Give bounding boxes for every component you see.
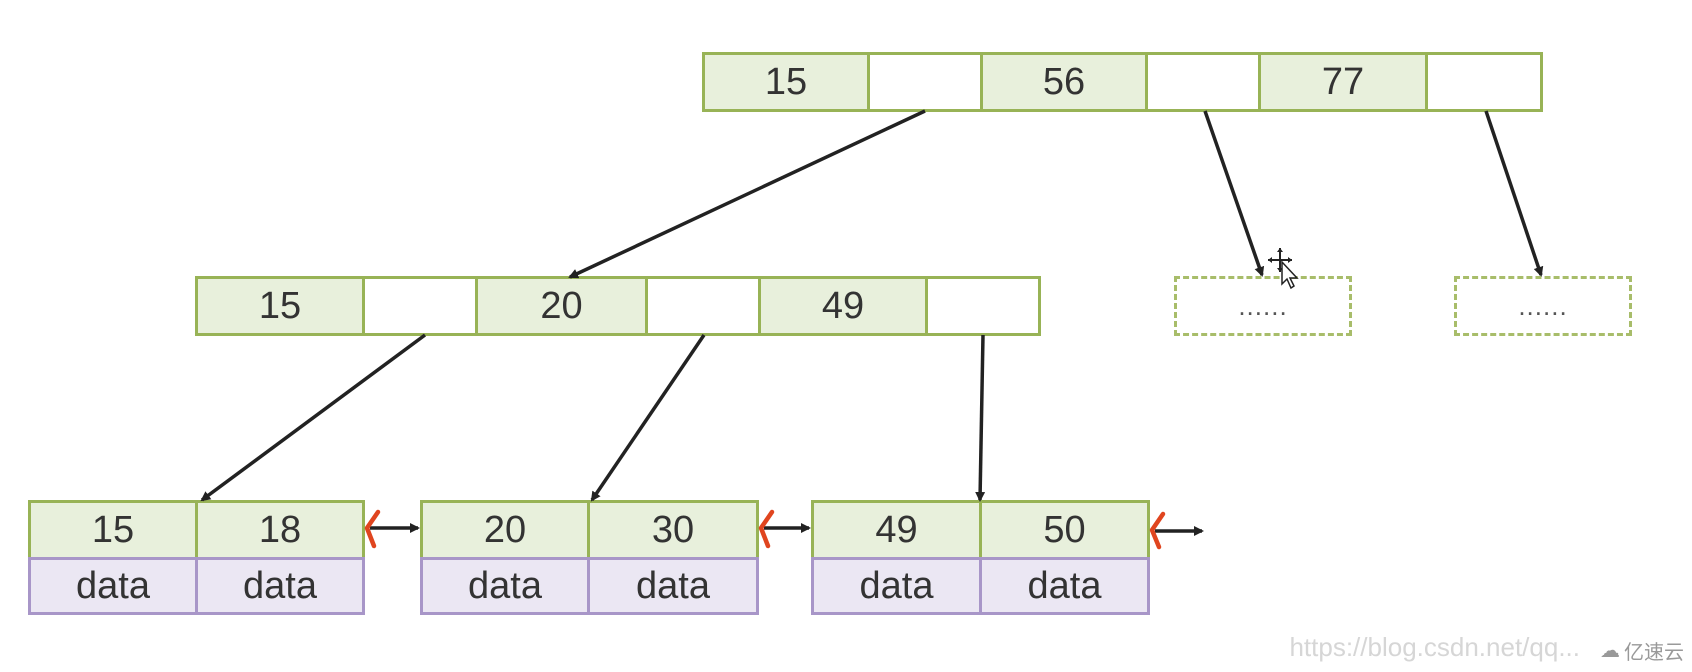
leaf1-data-2: data xyxy=(195,557,365,615)
arrow-root-to-placeholder-2 xyxy=(1484,110,1544,277)
arrow-root-to-placeholder-1 xyxy=(1203,110,1265,277)
root-pointer-2 xyxy=(1145,52,1261,112)
leaf2-data-1: data xyxy=(420,557,590,615)
arrow-internal-to-leaf-2 xyxy=(590,334,706,502)
placeholder-node-1: ...... xyxy=(1174,276,1352,336)
leaf-backlink-marker-3 xyxy=(1149,511,1166,550)
leaf2-data-2: data xyxy=(587,557,759,615)
placeholder-node-2: ...... xyxy=(1454,276,1632,336)
brand-name: 亿速云 xyxy=(1624,642,1684,664)
move-cursor-icon xyxy=(1268,248,1299,290)
leaf-backlink-marker-2 xyxy=(758,509,775,549)
leaf1-key-1: 15 xyxy=(28,500,198,560)
brand-logo: ☁ 亿速云 xyxy=(1600,636,1684,665)
internal-key-1: 15 xyxy=(195,276,365,336)
root-key-2: 56 xyxy=(980,52,1148,112)
arrow-root-to-internal xyxy=(568,109,926,279)
leaf1-key-2: 18 xyxy=(195,500,365,560)
root-pointer-1 xyxy=(867,52,983,112)
root-key-1: 15 xyxy=(702,52,870,112)
cloud-icon: ☁ xyxy=(1600,640,1620,662)
arrow-internal-to-leaf-3 xyxy=(975,334,986,502)
root-key-3: 77 xyxy=(1258,52,1428,112)
leaf3-data-2: data xyxy=(979,557,1150,615)
leaf2-key-2: 30 xyxy=(587,500,759,560)
internal-key-3: 49 xyxy=(758,276,928,336)
arrow-internal-to-leaf-1 xyxy=(200,333,427,502)
watermark-text: https://blog.csdn.net/qq... xyxy=(1289,632,1580,662)
internal-key-2: 20 xyxy=(475,276,648,336)
leaf-backlink-marker-1 xyxy=(364,509,381,549)
root-pointer-3 xyxy=(1425,52,1543,112)
leaf2-key-1: 20 xyxy=(420,500,590,560)
internal-pointer-3 xyxy=(925,276,1041,336)
